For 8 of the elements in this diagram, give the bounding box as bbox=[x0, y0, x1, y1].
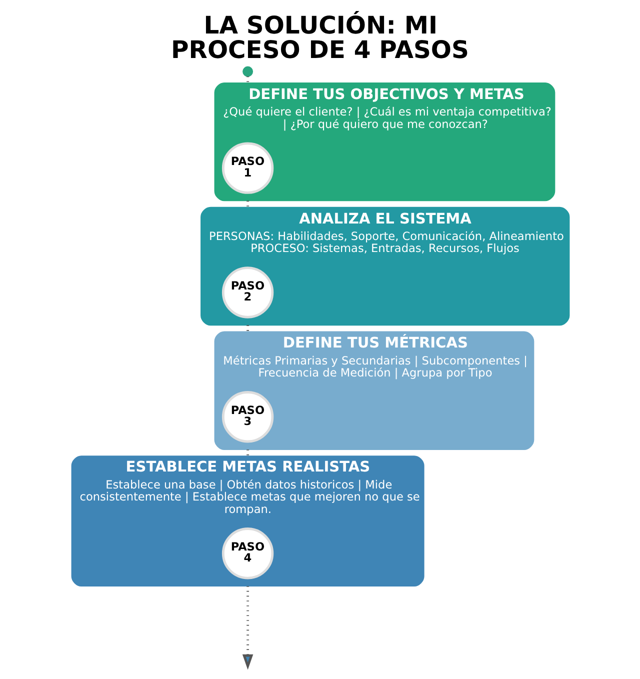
connector bbox=[246, 76, 248, 83]
node-circle: PASO 1 bbox=[221, 142, 274, 194]
diagram-title: LA SOLUCIÓN: MI PROCESO DE 4 PASOS bbox=[170, 12, 468, 64]
arrow bbox=[242, 586, 253, 670]
node-circle bbox=[242, 66, 253, 77]
node-circle: PASO 4 bbox=[221, 528, 274, 580]
node-circle: PASO 2 bbox=[221, 266, 274, 318]
node-circle: PASO 3 bbox=[221, 391, 274, 443]
